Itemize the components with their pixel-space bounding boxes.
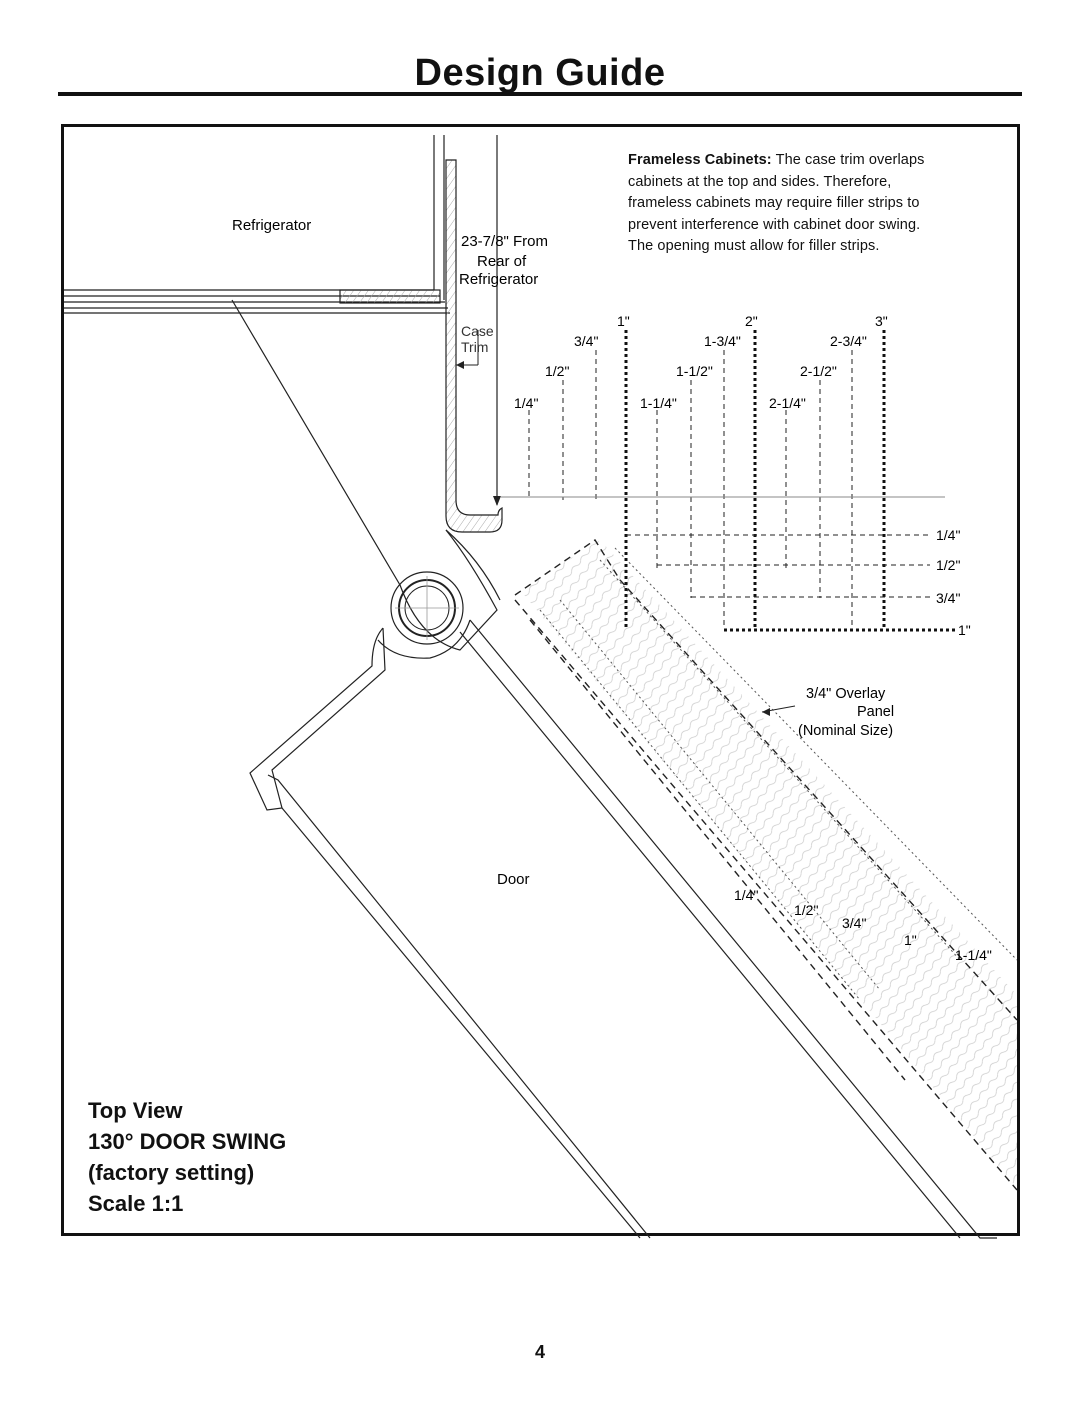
door-label: Door	[497, 871, 530, 888]
panel-mark-14: 1/4"	[734, 887, 758, 903]
hinge-arm	[231, 299, 498, 651]
caption-line1: Top View	[88, 1098, 183, 1123]
trim-label: Trim	[461, 339, 488, 355]
title-rule	[58, 92, 1022, 96]
ruler-right-14: 1/4"	[936, 527, 960, 543]
caption-line2: 130° DOOR SWING	[88, 1129, 287, 1154]
ruler-right-12: 1/2"	[936, 557, 960, 573]
diagram-frame	[61, 124, 1020, 1236]
ruler-1-34: 1-3/4"	[704, 333, 741, 349]
hinge-pin	[390, 571, 464, 645]
overlay-label-line3: (Nominal Size)	[798, 723, 893, 739]
dimension-label-line1: 23-7/8" From	[461, 233, 548, 250]
ruler-2-14: 2-1/4"	[769, 395, 806, 411]
overlay-panel	[520, 540, 1017, 1188]
ruler-1-14: 1-1/4"	[640, 395, 677, 411]
ruler-2-12: 2-1/2"	[800, 363, 837, 379]
ruler-2-34: 2-3/4"	[830, 333, 867, 349]
ruler-right-34: 3/4"	[936, 590, 960, 606]
ruler-1-12: 1-1/2"	[676, 363, 713, 379]
panel-mark-1: 1"	[904, 932, 917, 948]
ruler-14: 1/4"	[514, 395, 538, 411]
ruler-top-2: 2"	[745, 313, 758, 329]
ruler-top-1: 1"	[617, 313, 630, 329]
refrigerator-case	[64, 135, 450, 314]
panel-mark-34: 3/4"	[842, 915, 866, 931]
panel-mark-1-14: 1-1/4"	[955, 947, 992, 963]
ruler-grid	[500, 330, 955, 632]
overlay-label-line1: 3/4" Overlay	[806, 686, 886, 702]
ruler-right-1: 1"	[958, 622, 971, 638]
ruler-34: 3/4"	[574, 333, 598, 349]
ruler-top-3: 3"	[875, 313, 888, 329]
overlay-label-line2: Panel	[857, 704, 894, 720]
refrigerator-label: Refrigerator	[232, 217, 311, 234]
note-body: The case trim overlaps cabinets at the t…	[628, 152, 925, 254]
case-trim	[445, 159, 503, 533]
frameless-cabinets-note: Frameless Cabinets: The case trim overla…	[628, 150, 948, 258]
note-heading: Frameless Cabinets:	[628, 152, 772, 168]
door	[249, 619, 997, 1239]
dimension-label-line2: Rear of	[477, 253, 527, 270]
page-title: Design Guide	[414, 52, 666, 94]
dimension-label-line3: Refrigerator	[459, 271, 538, 288]
case-label: Case	[461, 323, 494, 339]
panel-mark-12: 1/2"	[794, 902, 818, 918]
ruler-12: 1/2"	[545, 363, 569, 379]
page-number: 4	[534, 1342, 545, 1362]
caption-line3: (factory setting)	[88, 1160, 255, 1185]
diagram-caption: Top View 130° DOOR SWING (factory settin…	[88, 1095, 286, 1219]
caption-line4: Scale 1:1	[88, 1191, 184, 1216]
